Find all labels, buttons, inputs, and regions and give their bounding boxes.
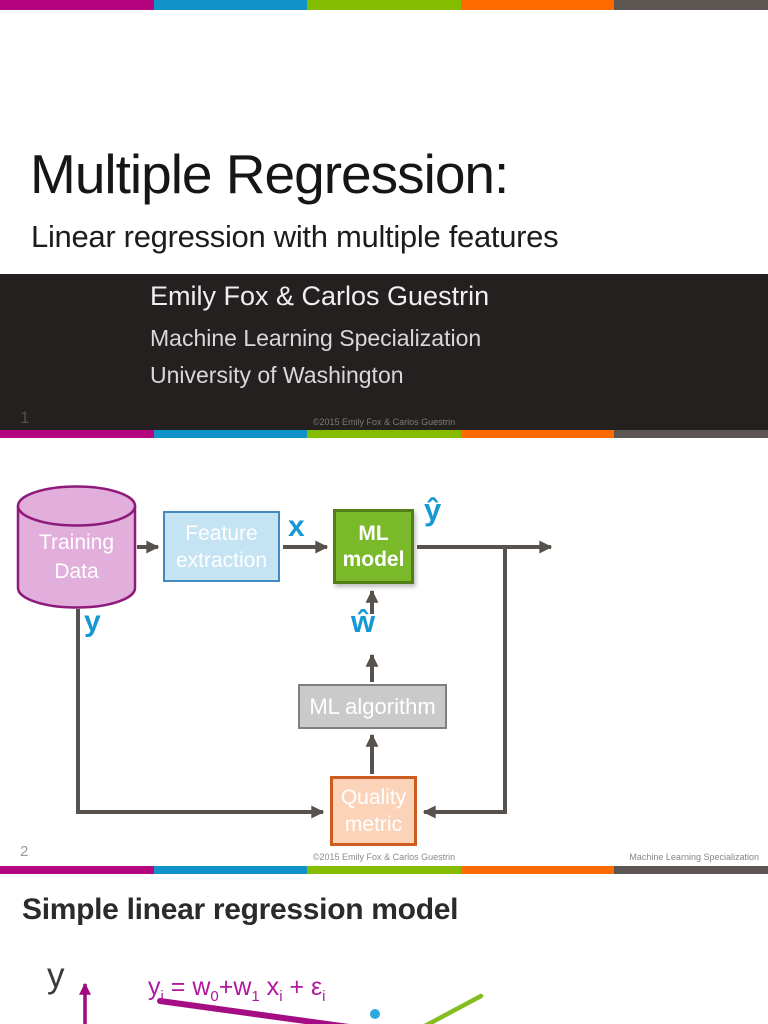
stripe-segment [153,866,308,874]
training-data-label-line1: Training [38,531,115,554]
stripe-segment [614,866,768,874]
arrow-y-to-quality [76,609,325,819]
top-color-stripe [0,0,768,10]
training-data-cylinder-shape [16,485,137,609]
formula-plus-eps: + ε [282,973,323,1001]
stripe-segment [614,430,768,438]
slide3-heading: Simple linear regression model [22,893,459,926]
stripe-segment [0,866,154,874]
formula-w0-sub: 0 [210,988,219,1005]
quality-metric-node: Quality metric [330,776,417,846]
ml-model-label-line1: ML [358,521,389,545]
slide2-footer-specialization: Machine Learning Specialization [629,852,759,862]
training-data-label-line2: Data [54,560,99,583]
variable-yhat-label: ŷ [424,492,442,527]
stripe-segment [0,0,154,10]
regression-plot-fragment [79,982,484,1024]
stripe-segment [307,430,461,438]
slide1-page-number: 1 [20,408,30,427]
formula-w1-sub: 1 [251,988,260,1005]
stripe-segment [0,430,154,438]
stripe-segment [307,0,461,10]
quality-metric-label-line2: metric [344,813,403,836]
slide1-bottom-color-stripe [0,430,768,438]
ml-model-node: ML model [333,509,414,584]
ml-algorithm-node: ML algorithm [298,684,447,729]
slide1-title: Multiple Regression: [30,143,509,205]
magenta-regression-line [157,998,350,1024]
slide1-author-band: Emily Fox & Carlos Guestrin Machine Lear… [0,274,768,430]
formula-y-sub: i [160,988,164,1005]
quality-metric-label-line1: Quality [340,786,407,809]
variable-y-label: y [84,605,101,638]
slide2-page-number: 2 [20,843,29,860]
slide1-institution: University of Washington [150,362,404,388]
stripe-segment [614,0,768,10]
arrow-yhat-to-quality [422,547,507,819]
feature-extraction-label-line1: Feature [185,521,258,545]
slide1-authors: Emily Fox & Carlos Guestrin [150,281,490,311]
blue-data-point [370,1009,380,1019]
slide2-bottom-color-stripe [0,866,768,874]
stripe-segment [307,866,461,874]
formula-x: x [259,973,280,1001]
green-line-segment [423,993,484,1024]
stripe-segment [460,866,615,874]
slide1-subtitle: Linear regression with multiple features [31,219,559,254]
formula-plus-w: +w [218,973,252,1001]
slide2-footer-copyright: ©2015 Emily Fox & Carlos Guestrin [312,852,456,862]
stripe-segment [153,0,308,10]
stripe-segment [460,0,615,10]
slide1-footer-copyright: ©2015 Emily Fox & Carlos Guestrin [312,417,456,427]
formula-y: y [148,973,161,1001]
regression-formula: yi = w0+w1 xi + εi [148,973,326,1005]
formula-eps-sub: i [322,988,326,1005]
y-axis-label: y [47,956,65,995]
stripe-segment [153,430,308,438]
stripe-segment [460,430,615,438]
diagram-arrows [76,540,553,819]
training-data-node: Training Data [18,524,135,590]
slide1-program: Machine Learning Specialization [150,325,482,351]
formula-x-sub: i [279,988,283,1005]
variable-x-label: x [288,510,305,543]
ml-model-label-line2: model [342,547,405,571]
variable-what-label: ŵ [351,604,376,639]
formula-eq: = w [163,973,211,1001]
ml-algorithm-label: ML algorithm [309,693,436,719]
feature-extraction-label-line2: extraction [175,548,268,572]
feature-extraction-node: Feature extraction [163,511,280,582]
